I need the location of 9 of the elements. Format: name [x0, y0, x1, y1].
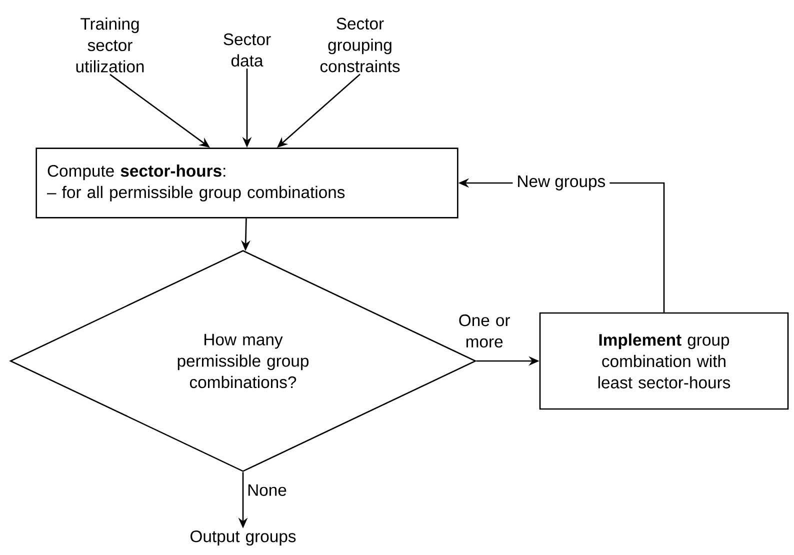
edge-label: One or more — [459, 314, 510, 348]
edge-label: New groups — [512, 172, 610, 194]
input-text: Training sector utilization — [76, 18, 144, 72]
input-text: Output groups — [190, 530, 296, 546]
process-box: Implement group combination with least sector-hours — [539, 312, 789, 410]
edge-label: None — [248, 484, 286, 496]
input-text: Sector grouping constraints — [320, 18, 400, 72]
process-box: Compute sector-hours: – for all permissible group combinations — [36, 148, 458, 218]
input-text: Sector data — [224, 33, 271, 67]
